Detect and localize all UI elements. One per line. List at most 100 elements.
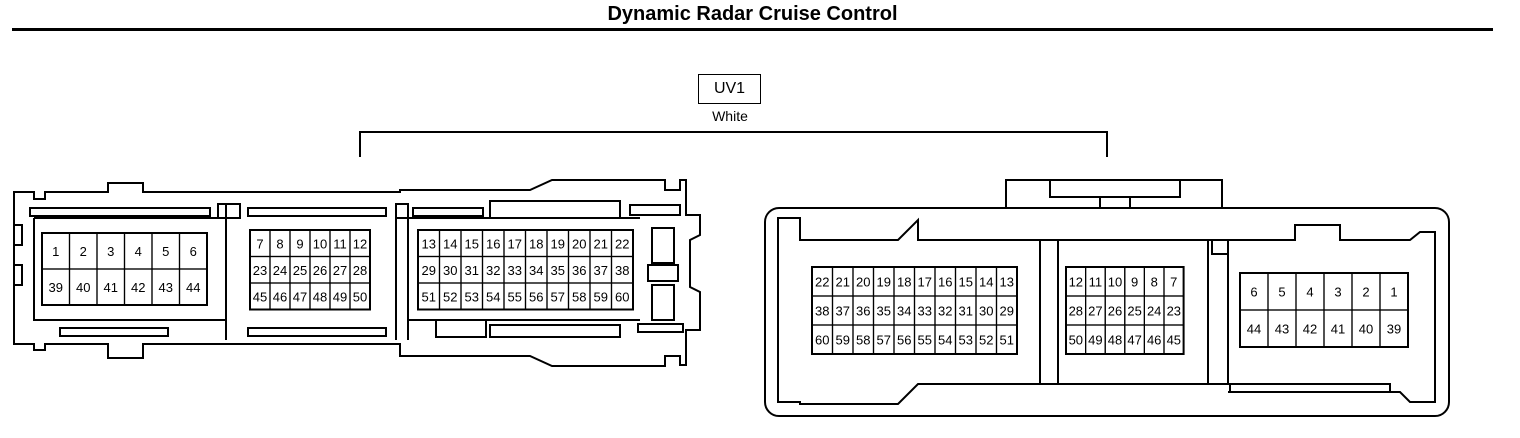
pin-number: 12 xyxy=(1069,275,1083,290)
pin-number: 41 xyxy=(104,280,118,295)
pin-number: 58 xyxy=(572,289,586,304)
pin-number: 30 xyxy=(979,304,993,319)
pin-number: 44 xyxy=(186,280,200,295)
pin-number: 19 xyxy=(551,236,565,251)
pin-number: 19 xyxy=(877,275,891,290)
pin-number: 12 xyxy=(353,236,367,251)
pin-number: 22 xyxy=(615,236,629,251)
pin-number: 43 xyxy=(1275,322,1289,337)
pin-number: 44 xyxy=(1247,322,1261,337)
pin-number: 39 xyxy=(1387,322,1401,337)
pin-number: 54 xyxy=(486,289,500,304)
pin-number: 51 xyxy=(422,289,436,304)
pin-number: 37 xyxy=(594,263,608,278)
pin-number: 40 xyxy=(1359,322,1373,337)
pin-number: 9 xyxy=(296,236,303,251)
pin-number: 7 xyxy=(1170,275,1177,290)
pin-number: 42 xyxy=(131,280,145,295)
pin-number: 36 xyxy=(572,263,586,278)
pin-number: 23 xyxy=(253,263,267,278)
pin-number: 17 xyxy=(508,236,522,251)
pin-number: 3 xyxy=(1334,285,1341,300)
connector-code-label: UV1 xyxy=(698,74,761,104)
pin-number: 13 xyxy=(1000,275,1014,290)
pin-number: 28 xyxy=(1069,304,1083,319)
pin-number: 47 xyxy=(1127,333,1141,348)
pin-cell xyxy=(1379,309,1409,348)
pin-number: 1 xyxy=(52,244,59,259)
pin-number: 52 xyxy=(443,289,457,304)
pin-number: 46 xyxy=(1147,333,1161,348)
pin-number: 43 xyxy=(159,280,173,295)
title-rule xyxy=(12,28,1493,31)
pin-number: 4 xyxy=(135,244,142,259)
pin-number: 8 xyxy=(276,236,283,251)
pin-number: 58 xyxy=(856,333,870,348)
pin-number: 14 xyxy=(443,236,457,251)
pin-number: 53 xyxy=(959,333,973,348)
pin-number: 56 xyxy=(897,333,911,348)
pin-number: 16 xyxy=(938,275,952,290)
pin-number: 15 xyxy=(465,236,479,251)
pin-number: 50 xyxy=(1069,333,1083,348)
pin-cell xyxy=(610,282,634,311)
pin-number: 26 xyxy=(313,263,327,278)
pin-number: 11 xyxy=(333,236,347,251)
pin-number: 27 xyxy=(333,263,347,278)
pin-number: 38 xyxy=(815,304,829,319)
pin-number: 60 xyxy=(815,333,829,348)
pin-number: 42 xyxy=(1303,322,1317,337)
pin-number: 15 xyxy=(959,275,973,290)
pin-number: 34 xyxy=(897,304,911,319)
pin-cell xyxy=(995,324,1018,355)
pin-number: 52 xyxy=(979,333,993,348)
pin-number: 21 xyxy=(836,275,850,290)
pin-number: 54 xyxy=(938,333,952,348)
pin-cell xyxy=(1163,324,1185,355)
pin-number: 23 xyxy=(1167,304,1181,319)
pin-number: 4 xyxy=(1306,285,1313,300)
pin-number: 39 xyxy=(49,280,63,295)
pin-number: 22 xyxy=(815,275,829,290)
pin-number: 25 xyxy=(293,263,307,278)
pin-number: 46 xyxy=(273,289,287,304)
pin-number: 29 xyxy=(1000,304,1014,319)
pin-number: 6 xyxy=(190,244,197,259)
pin-number: 28 xyxy=(353,263,367,278)
pin-number: 6 xyxy=(1250,285,1257,300)
pin-number: 24 xyxy=(1147,304,1161,319)
pin-number: 40 xyxy=(76,280,90,295)
pin-number: 21 xyxy=(594,236,608,251)
pin-number: 45 xyxy=(253,289,267,304)
pin-number: 59 xyxy=(594,289,608,304)
pin-number: 20 xyxy=(572,236,586,251)
pin-number: 48 xyxy=(313,289,327,304)
pin-number: 24 xyxy=(273,263,287,278)
pin-number: 18 xyxy=(897,275,911,290)
pin-number: 13 xyxy=(422,236,436,251)
pin-number: 1 xyxy=(1390,285,1397,300)
pin-number: 2 xyxy=(80,244,87,259)
pin-number: 49 xyxy=(1088,333,1102,348)
pin-number: 47 xyxy=(293,289,307,304)
pin-number: 59 xyxy=(836,333,850,348)
pin-cell xyxy=(349,282,371,311)
pin-number: 5 xyxy=(162,244,169,259)
pin-number: 57 xyxy=(551,289,565,304)
pin-number: 38 xyxy=(615,263,629,278)
pin-number: 10 xyxy=(313,236,327,251)
pin-number: 36 xyxy=(856,304,870,319)
pin-number: 32 xyxy=(938,304,952,319)
pin-number: 29 xyxy=(422,263,436,278)
pin-number: 57 xyxy=(877,333,891,348)
pin-number: 56 xyxy=(529,289,543,304)
pin-number: 9 xyxy=(1131,275,1138,290)
right-connector-housing xyxy=(764,179,1450,417)
pin-number: 41 xyxy=(1331,322,1345,337)
pin-number: 50 xyxy=(353,289,367,304)
pin-number: 53 xyxy=(465,289,479,304)
